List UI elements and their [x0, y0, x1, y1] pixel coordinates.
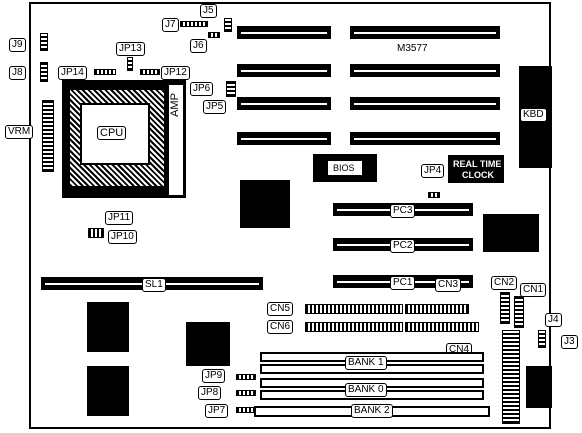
jp12-header — [140, 69, 160, 75]
j6-header — [208, 32, 220, 38]
pc2-label: PC2 — [390, 239, 416, 253]
pc1-label: PC1 — [390, 276, 416, 290]
cn6-label: CN6 — [267, 320, 294, 334]
isa-slot-6 — [350, 64, 500, 77]
chip-5 — [87, 366, 129, 416]
j8-header — [40, 62, 48, 82]
cn5-connector — [305, 304, 403, 314]
bank2-label: BANK 2 — [351, 404, 393, 418]
j6-label: J6 — [190, 39, 207, 53]
j4-label: J4 — [545, 313, 562, 327]
vrm-label: VRM — [5, 125, 34, 139]
isa-slot-2 — [237, 64, 331, 77]
j9-label: J9 — [9, 38, 26, 52]
isa-slot-4 — [237, 132, 331, 145]
isa-slot-7 — [350, 97, 500, 110]
rtc-chip — [448, 155, 504, 183]
port-connector — [526, 366, 552, 408]
jp13-header — [127, 57, 133, 71]
j4-header — [538, 330, 546, 348]
rtc-label-line2: CLOCK — [462, 170, 494, 180]
jp7-header — [236, 407, 256, 413]
jp6-header — [226, 81, 236, 97]
isa-slot-1 — [237, 26, 331, 39]
jp9-label: JP9 — [202, 369, 226, 383]
isa-slot-3 — [237, 97, 331, 110]
vrm-header — [42, 100, 54, 172]
jp8-header — [236, 390, 256, 396]
j5-label: J5 — [200, 4, 217, 18]
jp6-label: JP6 — [190, 82, 214, 96]
jp11-label: JP11 — [105, 211, 134, 225]
j5-header — [224, 18, 232, 32]
bios-label-box — [328, 161, 362, 175]
jp5-label: JP5 — [203, 100, 227, 114]
jp11-jp10-header — [88, 228, 104, 238]
cn2-connector — [500, 292, 510, 324]
j8-label: J8 — [9, 66, 26, 80]
socket-lever — [168, 84, 184, 196]
j7-label: J7 — [162, 18, 179, 32]
j3-label: J3 — [561, 335, 578, 349]
cn1-label: CN1 — [520, 283, 547, 297]
chipset-1 — [240, 180, 290, 228]
cn1-connector — [514, 296, 524, 328]
cn3-connector — [405, 304, 469, 314]
jp13-label: JP13 — [116, 42, 145, 56]
jp4-label: JP4 — [421, 164, 445, 178]
cn2-label: CN2 — [491, 276, 518, 290]
isa-slot-8 — [350, 132, 500, 145]
amp-label: AMP — [168, 93, 181, 117]
cn5-label: CN5 — [267, 302, 294, 316]
rtc-label-line1: REAL TIME — [453, 159, 502, 169]
jp9-header — [236, 374, 256, 380]
chipset-2 — [483, 214, 539, 252]
cpu-label: CPU — [97, 126, 127, 140]
bios-label: BIOS — [333, 163, 355, 173]
bank1-label: BANK 1 — [345, 356, 387, 370]
j9-header — [40, 33, 48, 51]
bank0-label: BANK 0 — [345, 383, 387, 397]
jp8-label: JP8 — [198, 386, 222, 400]
chip-4 — [186, 322, 230, 366]
j7-header — [180, 21, 208, 27]
sl1-label: SL1 — [142, 278, 166, 292]
power-connector — [502, 330, 520, 424]
cn3-label: CN3 — [435, 278, 462, 292]
jp12-label: JP12 — [161, 66, 190, 80]
jp14-header — [94, 69, 116, 75]
cn6-connector — [305, 322, 403, 332]
jp7-label: JP7 — [205, 404, 229, 418]
cn4-connector — [405, 322, 479, 332]
jp4-header — [428, 192, 440, 198]
isa-slot-5 — [350, 26, 500, 39]
chip-3 — [87, 302, 129, 352]
pc3-label: PC3 — [390, 204, 416, 218]
jp14-label: JP14 — [58, 66, 87, 80]
jp10-label: JP10 — [108, 230, 137, 244]
model-label: M3577 — [397, 43, 428, 54]
kbd-label: KBD — [520, 108, 547, 122]
